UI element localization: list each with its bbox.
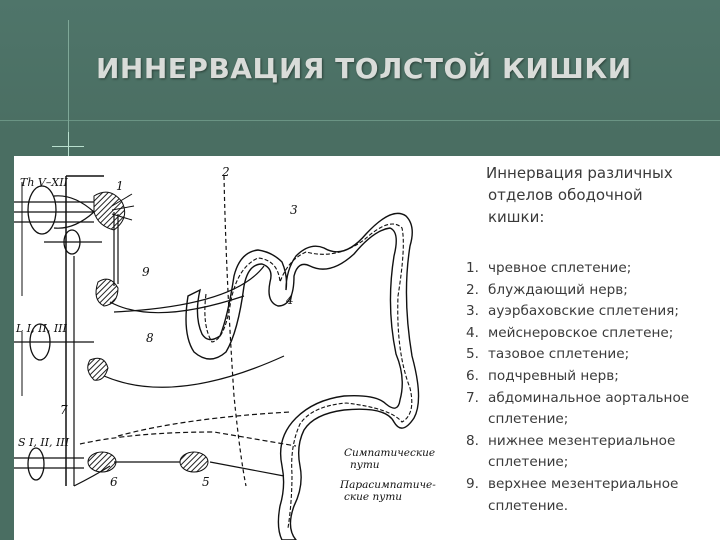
callout-5: 5 [202, 475, 210, 489]
legend-item: 2. блуждающий нерв; [466, 280, 716, 302]
spinal-ganglion-lower [14, 447, 84, 481]
legend-item: 4. мейснеровское сплетене; [466, 323, 716, 345]
legend-number: 9. [466, 475, 479, 492]
legend-item: 6. подчревный нерв; [466, 366, 716, 388]
legend-text: тазовое сплетение; [488, 346, 630, 363]
plexus-node-pelvic-left [87, 451, 117, 473]
plexus-node-inferior-mesenteric [87, 357, 109, 381]
callout-2: 2 [221, 165, 230, 179]
crosshair-vertical [68, 132, 69, 162]
path-legend-parasympathetic-1: Парасимпатиче- [339, 479, 436, 491]
legend-number: 1. [466, 260, 479, 276]
spine-label-sacral: S I, II, III [18, 436, 70, 449]
legend-number: 8. [466, 432, 479, 449]
callout-8: 8 [146, 331, 154, 345]
slide-title: ИННЕРВАЦИЯ ТОЛСТОЙ КИШКИ [96, 52, 632, 85]
intro-line-1: Иннервация различных [486, 164, 673, 182]
colon-inner-plexus-line [204, 223, 413, 529]
plexus-node-celiac [93, 191, 135, 231]
legend-text: нижнее мезентериальное сплетение; [488, 432, 676, 471]
plexus-node-superior-mesenteric [95, 278, 119, 307]
intro-line-2: отделов ободочной [488, 186, 643, 204]
legend-item: 7. абдоминальное аортальное сплетение; [466, 388, 716, 431]
spinal-ganglion-middle [14, 323, 94, 361]
legend-text: подчревный нерв; [488, 367, 619, 384]
colon-innervation-diagram: Th V–XII L I, II, III S I, II, III 1 2 3… [14, 165, 436, 540]
callout-9: 9 [142, 265, 150, 279]
legend-item: 8. нижнее мезентериальное сплетение; [466, 431, 716, 474]
spinal-ganglion-upper [14, 185, 102, 255]
legend-text: абдоминальное аортальное сплетение; [488, 389, 690, 428]
path-legend-sympathetic-1: Симпатические [344, 447, 435, 459]
callout-6: 6 [110, 475, 118, 489]
vagus-nerve-path [223, 175, 247, 487]
legend-text: ауэрбаховские сплетения; [488, 303, 679, 320]
legend-text: блуждающий нерв; [488, 281, 628, 298]
divider-line [0, 120, 720, 121]
header-band [0, 0, 720, 140]
spine-label-thoracic: Th V–XII [20, 176, 69, 189]
callout-1: 1 [116, 179, 124, 193]
spine-label-lumbar: L I, II, III [15, 322, 68, 335]
vertical-accent-line [68, 20, 69, 160]
legend-item: 3. ауэрбаховские сплетения; [466, 301, 716, 323]
legend-number: 2. [466, 281, 479, 298]
callout-3: 3 [290, 203, 298, 217]
plexus-node-pelvic-right [179, 451, 209, 473]
legend-item: 5. тазовое сплетение; [466, 344, 716, 366]
intro-text: Иннервация различных отделов ободочной к… [486, 162, 706, 228]
legend-list: 1.чревное сплетение; 2.блуждающий нерв; … [466, 258, 716, 517]
legend-number: 3. [466, 303, 479, 320]
legend-item: 1. чревное сплетение; [466, 258, 716, 280]
legend-number: 5. [466, 346, 479, 363]
path-legend-sympathetic-2: пути [350, 459, 380, 471]
legend-text: верхнее мезентериальное сплетение. [488, 475, 679, 514]
callout-4: 4 [285, 293, 294, 307]
legend-number: 6. [466, 367, 479, 384]
intro-line-3: кишки: [488, 208, 545, 226]
colon-outline [185, 212, 420, 540]
callout-7: 7 [60, 403, 68, 417]
legend-number: 4. [466, 324, 479, 341]
nerve-pathways [73, 212, 297, 487]
legend-text: чревное сплетение; [488, 260, 632, 276]
legend-item: 9. верхнее мезентериальное сплетение. [466, 474, 716, 517]
path-legend-parasympathetic-2: ские пути [344, 491, 402, 503]
legend-number: 7. [466, 389, 479, 406]
legend-text: мейснеровское сплетене; [488, 324, 674, 341]
